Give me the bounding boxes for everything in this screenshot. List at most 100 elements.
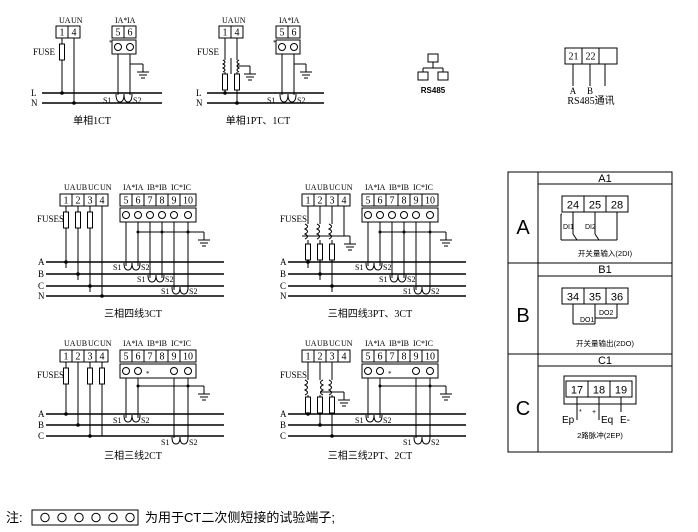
d4-s2a: S2 (383, 263, 391, 272)
line-label-n: N (31, 98, 38, 108)
d6-fuses: FUSES (280, 370, 307, 380)
d3-s2b: S2 (165, 275, 173, 284)
line-label-l: L (31, 88, 37, 98)
module-c1-term-17: 17 (571, 385, 583, 397)
d3-t4: 4 (100, 196, 105, 207)
d4-t7: 7 (390, 196, 395, 207)
d4-t3: 3 (330, 196, 335, 207)
d6-t9: 9 (414, 352, 419, 363)
ct-s1: S1 (103, 96, 111, 105)
terminal-22: 22 (586, 52, 596, 63)
d6-t3: 3 (330, 352, 335, 363)
label-ia-2: IA (291, 16, 300, 25)
d4-t2: 2 (318, 196, 323, 207)
terminal-4: 4 (72, 28, 77, 39)
d3-s1a: S1 (113, 263, 121, 272)
module-a1-term-28: 28 (611, 200, 623, 212)
d5-un: UN (100, 339, 112, 348)
label-ua: UA (59, 16, 71, 25)
d4-ic: IC (425, 183, 433, 192)
d6-ia: IA (377, 339, 386, 348)
svg-text:*: * (388, 370, 392, 378)
d4-uc: UC (329, 183, 340, 192)
module-b1-header: B1 (598, 264, 611, 276)
label-fuse-2: FUSE (197, 47, 220, 57)
d6-ic-s: IC* (413, 339, 425, 348)
diagram-single-1pt-1ct: UA UN 1 4 IA* IA 5 6 * FUSE L N (196, 16, 324, 127)
terminal-21: 21 (569, 52, 579, 63)
svg-text:*: * (273, 39, 277, 47)
label-un-2: UN (234, 16, 246, 25)
d5-ic: IC (183, 339, 191, 348)
module-c-letter: C (516, 398, 530, 420)
note-text: 为用于CT二次侧短接的试验端子; (145, 510, 335, 525)
svg-text:+: + (592, 409, 596, 416)
d6-s2c: S2 (431, 438, 439, 447)
d4-ic-s: IC* (413, 183, 425, 192)
d5-ia-s: IA* (123, 339, 135, 348)
label-ua-2: UA (222, 16, 234, 25)
d5-uc: UC (88, 339, 99, 348)
label-ia-star: IA* (115, 16, 127, 25)
d4-t9: 9 (414, 196, 419, 207)
caption-three-3w-2pt-2ct: 三相三线2PT、2CT (328, 449, 412, 462)
d6-ib-s: IB* (389, 339, 401, 348)
d3-s2a: S2 (141, 263, 149, 272)
d4-fuses: FUSES (280, 214, 307, 224)
d5-t3: 3 (88, 352, 93, 363)
d5-ib: IB (159, 339, 167, 348)
ct-s1-2: S1 (267, 96, 275, 105)
d3-ib-s: IB* (147, 183, 159, 192)
d3-s1c: S1 (161, 287, 169, 296)
d4-s1b: S1 (379, 275, 387, 284)
module-a1-di2: DI2 (585, 224, 596, 231)
module-b1-caption: 开关量输出(2DO) (576, 338, 634, 348)
d5-ic-s: IC* (171, 339, 183, 348)
d4-t6: 6 (378, 196, 383, 207)
d5-ia: IA (135, 339, 144, 348)
d4-ib: IB (401, 183, 409, 192)
ct-s2-2: S2 (297, 96, 305, 105)
d3-t1: 1 (64, 196, 69, 207)
d5-s2c: S2 (189, 438, 197, 447)
d3-ub: UB (76, 183, 87, 192)
d6-s1c: S1 (403, 438, 411, 447)
d6-t5: 5 (366, 352, 371, 363)
module-b1-do2: DO2 (599, 310, 614, 317)
rs485-terminals: 21 22 A B RS485通讯 (564, 47, 618, 107)
d4-line-n: N (280, 291, 287, 301)
d5-t4: 4 (100, 352, 105, 363)
svg-text:*: * (109, 39, 113, 47)
d4-ub: UB (317, 183, 328, 192)
terminal-6-2: 6 (292, 28, 297, 39)
d6-line-a: A (280, 409, 287, 419)
module-c1-ep: Ep (562, 415, 575, 426)
caption-single-1ct: 单相1CT (73, 114, 111, 127)
d6-t1: 1 (306, 352, 311, 363)
label-fuse: FUSE (33, 47, 56, 57)
d4-un: UN (341, 183, 353, 192)
d3-un: UN (100, 183, 112, 192)
d3-line-c: C (38, 281, 44, 291)
d3-s2c: S2 (189, 287, 197, 296)
module-a1-term-25: 25 (589, 200, 601, 212)
module-c1-eq: Eq (601, 415, 613, 426)
terminal-5-2: 5 (280, 28, 285, 39)
d4-line-c: C (280, 281, 286, 291)
module-b1-term-34: 34 (567, 292, 579, 304)
d6-t8: 8 (402, 352, 407, 363)
d5-t10: 10 (183, 352, 193, 363)
d6-ic: IC (425, 339, 433, 348)
d3-line-a: A (38, 257, 45, 267)
d5-line-c: C (38, 431, 44, 441)
d3-s1b: S1 (137, 275, 145, 284)
d5-ua: UA (64, 339, 76, 348)
d6-t4: 4 (342, 352, 347, 363)
d4-ia-s: IA* (365, 183, 377, 192)
diagram-three-phase-3w-2pt-2ct: UA UB UC UN 1 2 3 4 IA* IA IB* IB IC* IC… (280, 339, 466, 462)
module-c1-term-19: 19 (615, 385, 627, 397)
module-b-letter: B (516, 305, 529, 327)
d4-s2b: S2 (407, 275, 415, 284)
d3-t10: 10 (183, 196, 193, 207)
